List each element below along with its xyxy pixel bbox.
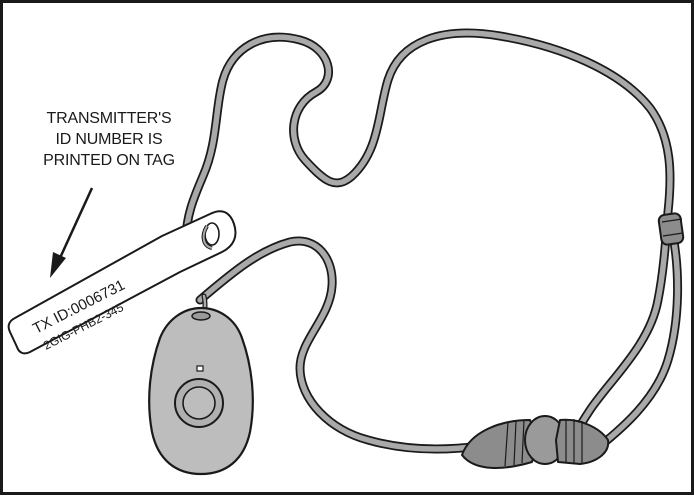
callout-line-2: ID NUMBER IS — [24, 129, 194, 150]
cord-slider-icon — [658, 213, 684, 246]
pendant-transmitter-icon — [149, 308, 253, 474]
led-indicator — [197, 366, 203, 371]
panic-button-icon — [175, 379, 223, 427]
callout-line-1: TRANSMITTER'S — [24, 108, 194, 129]
callout-line-3: PRINTED ON TAG — [24, 150, 194, 171]
callout-label: TRANSMITTER'S ID NUMBER IS PRINTED ON TA… — [24, 108, 194, 171]
